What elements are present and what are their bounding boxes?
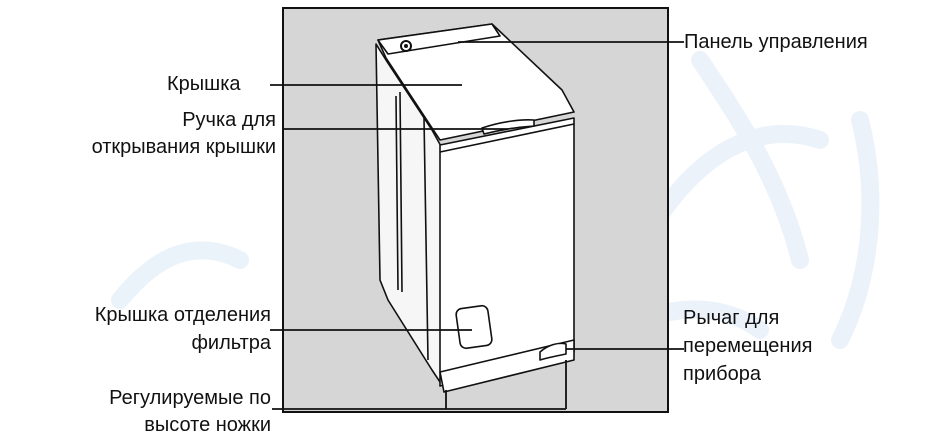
- label-lid: Крышка: [167, 73, 241, 95]
- label-handle-line2: открывания крышки: [91, 136, 276, 158]
- label-handle-line1: Ручка для: [182, 109, 276, 131]
- label-filter-line1: Крышка отделения: [94, 304, 271, 326]
- label-filter-line2: фильтра: [191, 332, 271, 354]
- label-control-panel: Панель управления: [684, 31, 868, 53]
- label-lever-line3: прибора: [683, 363, 761, 385]
- label-feet-line1: Регулируемые по: [109, 387, 271, 409]
- leader-feet: [272, 360, 567, 410]
- leader-lines: [270, 41, 684, 410]
- label-lever-line1: Рычаг для: [683, 307, 780, 329]
- label-feet-line2: высоте ножки: [144, 414, 271, 436]
- label-lever-line2: перемещения: [683, 335, 813, 357]
